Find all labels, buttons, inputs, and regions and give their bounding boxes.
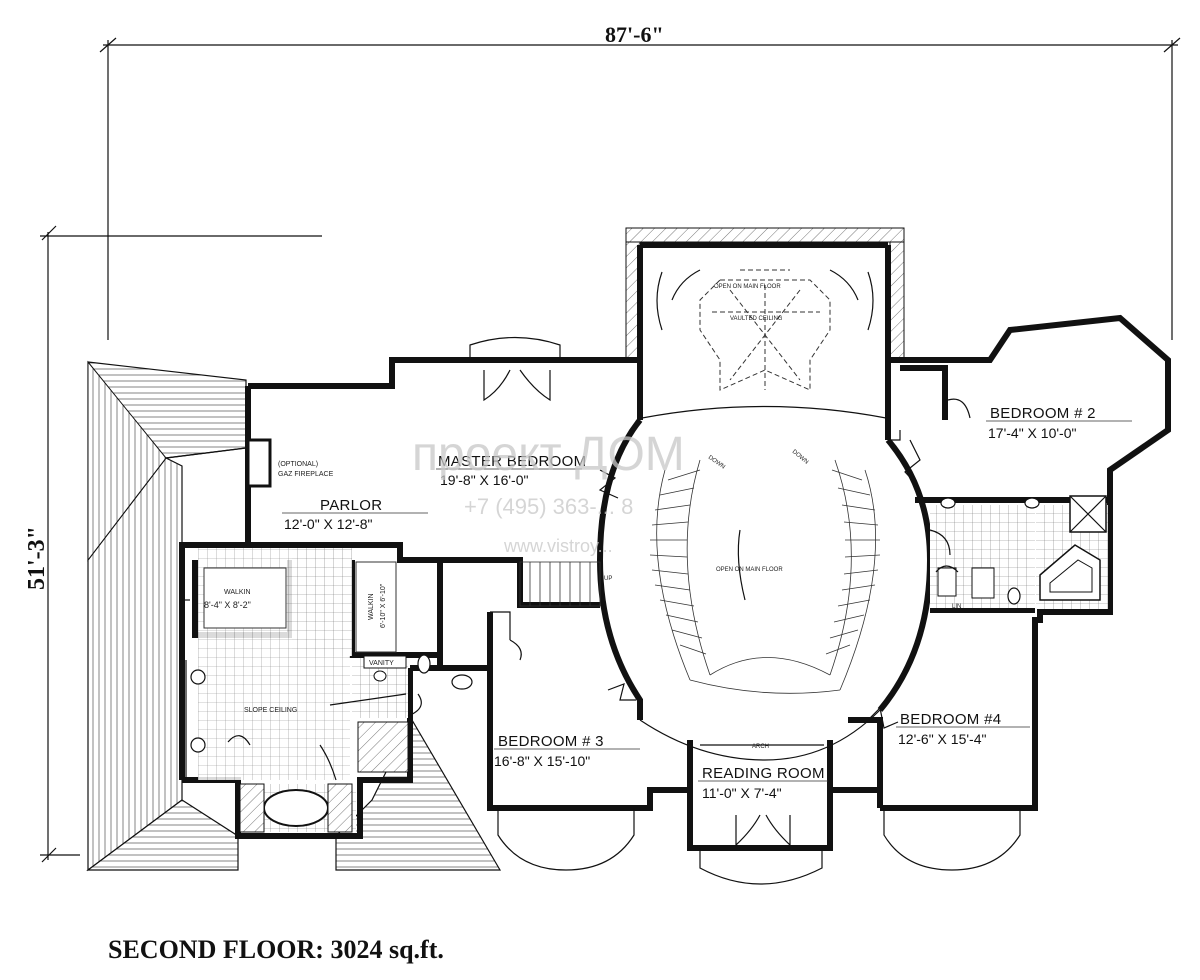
reading-room-size: 11'-0" X 7'-4" [702,785,782,801]
open-main-floor-center: OPEN ON MAIN FLOOR [716,567,783,573]
arch-note: ARCH [752,744,769,750]
walkin2-size: 6'-10" X 6'-10" [380,583,387,628]
walkin2-name: WALKIN [368,593,375,620]
watermark-phone: +7 (495) 363-... 8 [464,494,633,519]
parlor-size: 12'-0" X 12'-8" [284,516,372,532]
bedroom4-size: 12'-6" X 15'-4" [898,731,986,747]
master-bedroom-name: MASTER BEDROOM [438,453,586,470]
depth-dimension: 51'-3" [24,526,50,590]
room-labels: MASTER BEDROOM 19'-8" X 16'-0" PARLOR 12… [204,405,1132,801]
bedroom2-size: 17'-4" X 10'-0" [988,425,1076,441]
left-roof [86,360,502,872]
parlor-name: PARLOR [320,497,382,514]
open-main-floor-top: OPEN ON MAIN FLOOR [714,284,781,290]
floor-caption: SECOND FLOOR: 3024 sq.ft. [108,935,444,964]
bedroom3-name: BEDROOM # 3 [498,733,604,750]
stair-treads-right [825,469,881,655]
lin-note: LIN [952,604,961,610]
width-dimension: 87'-6" [605,22,664,47]
bedroom3-size: 16'-8" X 15'-10" [494,753,590,769]
master-bedroom-size: 19'-8" X 16'-0" [440,472,528,488]
watermark-logo: проект ДОМ [412,428,685,481]
fixtures [190,438,1107,833]
stair-treads-left [649,469,707,655]
bedroom4-name: BEDROOM #4 [900,711,1001,728]
watermark-site: www.vistroy... [503,536,613,556]
down-left-note: DOWN [707,455,726,471]
walkin1-size: 8'-4" X 8'-2" [204,600,251,610]
watermark: проект ДОМ +7 (495) 363-... 8 www.vistro… [412,428,685,556]
slope-ceiling-note: SLOPE CEILING [244,707,297,714]
dimension-lines [40,37,1181,863]
doors [227,369,971,847]
vaulted-ceiling-note: VAULTED CEILING [730,316,783,322]
bedroom2-name: BEDROOM # 2 [990,405,1096,422]
window-bays [469,336,1021,885]
fireplace-note-2: GAZ FIREPLACE [278,471,334,478]
up-note: UP [604,576,612,582]
fireplace-note-1: (OPTIONAL) [278,461,318,468]
down-right-note: DOWN [791,449,809,466]
reading-room-name: READING ROOM [702,765,825,782]
walkin1-name: WALKIN [224,589,251,596]
tile-floors [198,505,1108,832]
vanity-note: VANITY [369,660,394,667]
vaulted-bay [625,227,905,420]
